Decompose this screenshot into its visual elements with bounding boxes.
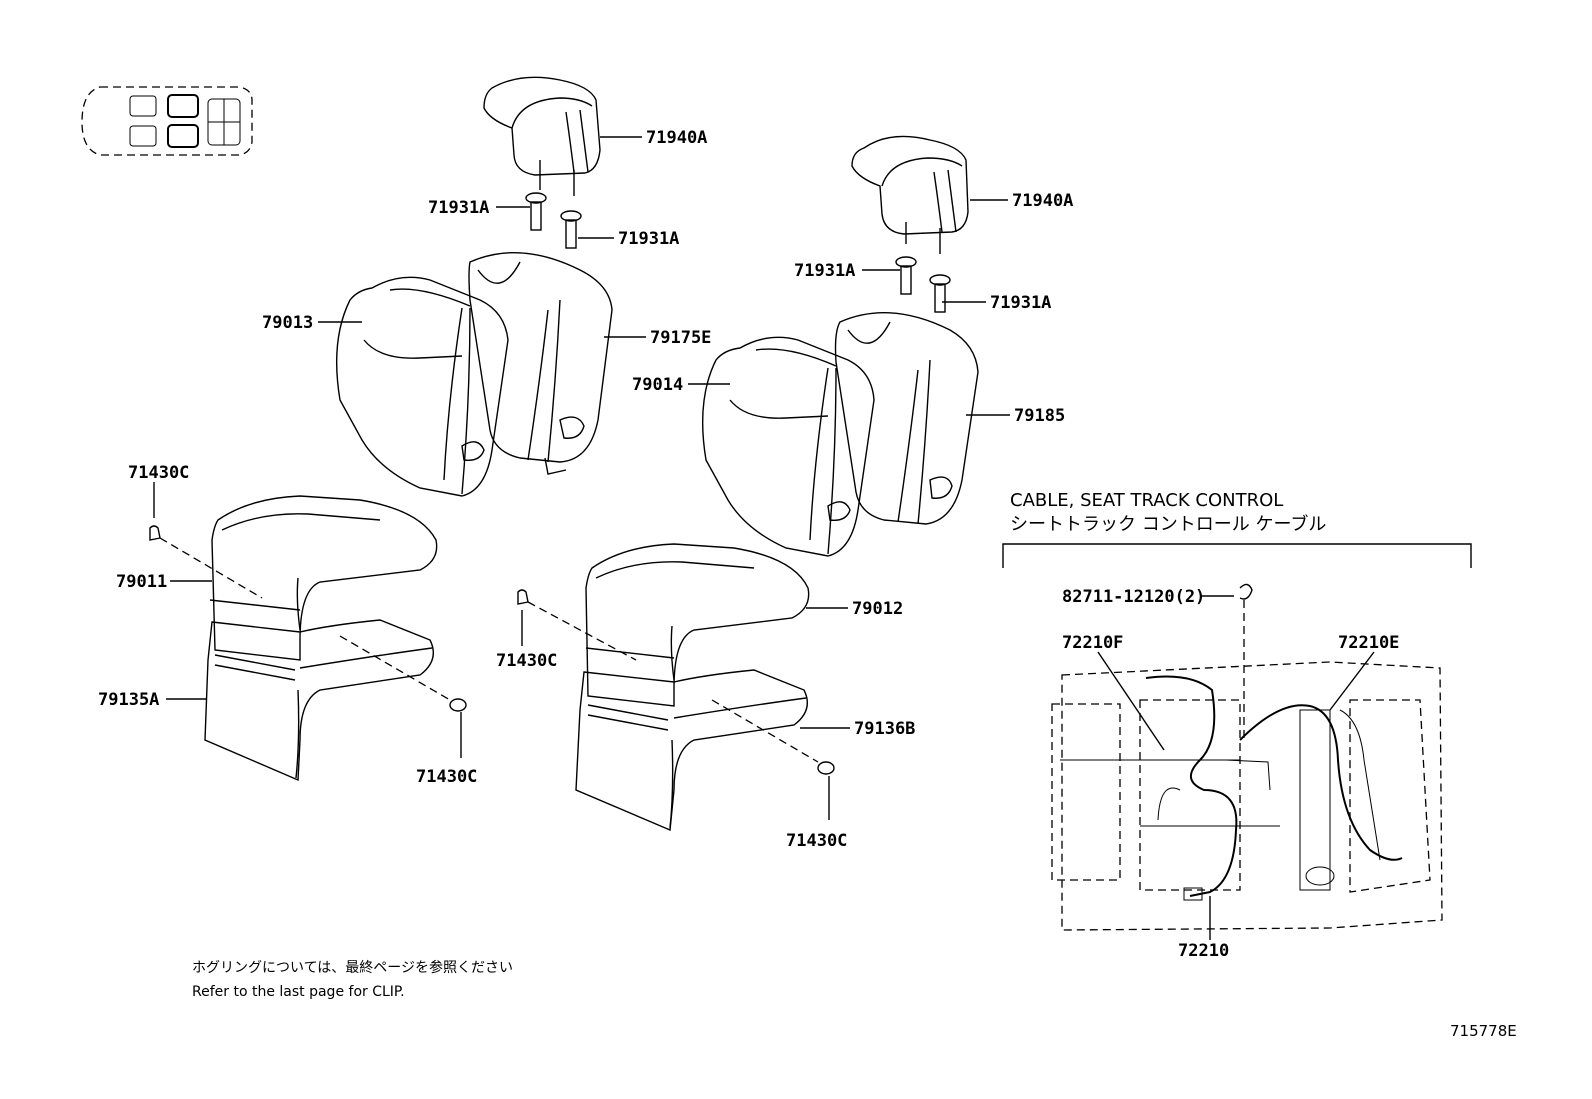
label-79185: 79185 <box>1014 406 1065 426</box>
label-71940A-left: 71940A <box>646 128 707 148</box>
label-82711-12120: 82711-12120(2) <box>1062 587 1205 607</box>
note-en: Refer to the last page for CLIP. <box>192 984 405 1000</box>
label-71931A-rr: 71931A <box>990 293 1051 313</box>
inset-title-en: CABLE, SEAT TRACK CONTROL <box>1010 490 1283 511</box>
seatback-pad-right <box>834 312 979 525</box>
inset-title-jp: シートトラック コントロール ケーブル <box>1010 513 1326 535</box>
label-79135A: 79135A <box>98 690 159 710</box>
clip-left-lower <box>339 635 467 712</box>
headrest-support-left <box>525 192 582 249</box>
note-jp: ホグリングについては、最終ページを参照ください <box>192 959 513 976</box>
label-79175E: 79175E <box>650 328 711 348</box>
label-71430C-c: 71430C <box>416 767 477 787</box>
label-71430C-b: 71430C <box>496 651 557 671</box>
seatback-pad-left <box>468 252 613 475</box>
label-71931A-lr: 71931A <box>618 229 679 249</box>
headrest-left <box>483 76 601 196</box>
leader-lines <box>153 136 1010 820</box>
label-79013: 79013 <box>262 313 313 333</box>
cushion-cover-right <box>585 543 810 707</box>
label-71931A-ll: 71931A <box>428 198 489 218</box>
label-79011: 79011 <box>116 572 167 592</box>
label-72210E: 72210E <box>1338 633 1399 653</box>
label-79014: 79014 <box>632 375 683 395</box>
label-72210: 72210 <box>1178 941 1229 961</box>
label-71931A-rl: 71931A <box>794 261 855 281</box>
label-71430C-a: 71430C <box>128 463 189 483</box>
label-71430C-d: 71430C <box>786 831 847 851</box>
headrest-right <box>851 135 969 254</box>
seatback-cover-right <box>701 336 875 557</box>
label-72210F: 72210F <box>1062 633 1123 653</box>
label-71940A-right: 71940A <box>1012 191 1073 211</box>
cushion-pad-right <box>575 669 808 832</box>
seat-locator-icon <box>81 86 253 156</box>
clip-right-upper <box>517 589 637 661</box>
clip-left-upper <box>149 525 263 599</box>
clip-right-lower <box>711 699 835 775</box>
headrest-support-right <box>895 256 951 313</box>
cushion-cover-left <box>209 495 438 661</box>
figure-number: 715778E <box>1450 1022 1517 1040</box>
seatback-cover-left <box>335 276 509 497</box>
label-79136B: 79136B <box>854 719 915 739</box>
cable-inset <box>1002 543 1472 940</box>
label-79012: 79012 <box>852 599 903 619</box>
cushion-pad-left <box>204 619 434 782</box>
part-labels: 71940A 71931A 71931A 79013 79175E 71940A… <box>98 128 1399 961</box>
